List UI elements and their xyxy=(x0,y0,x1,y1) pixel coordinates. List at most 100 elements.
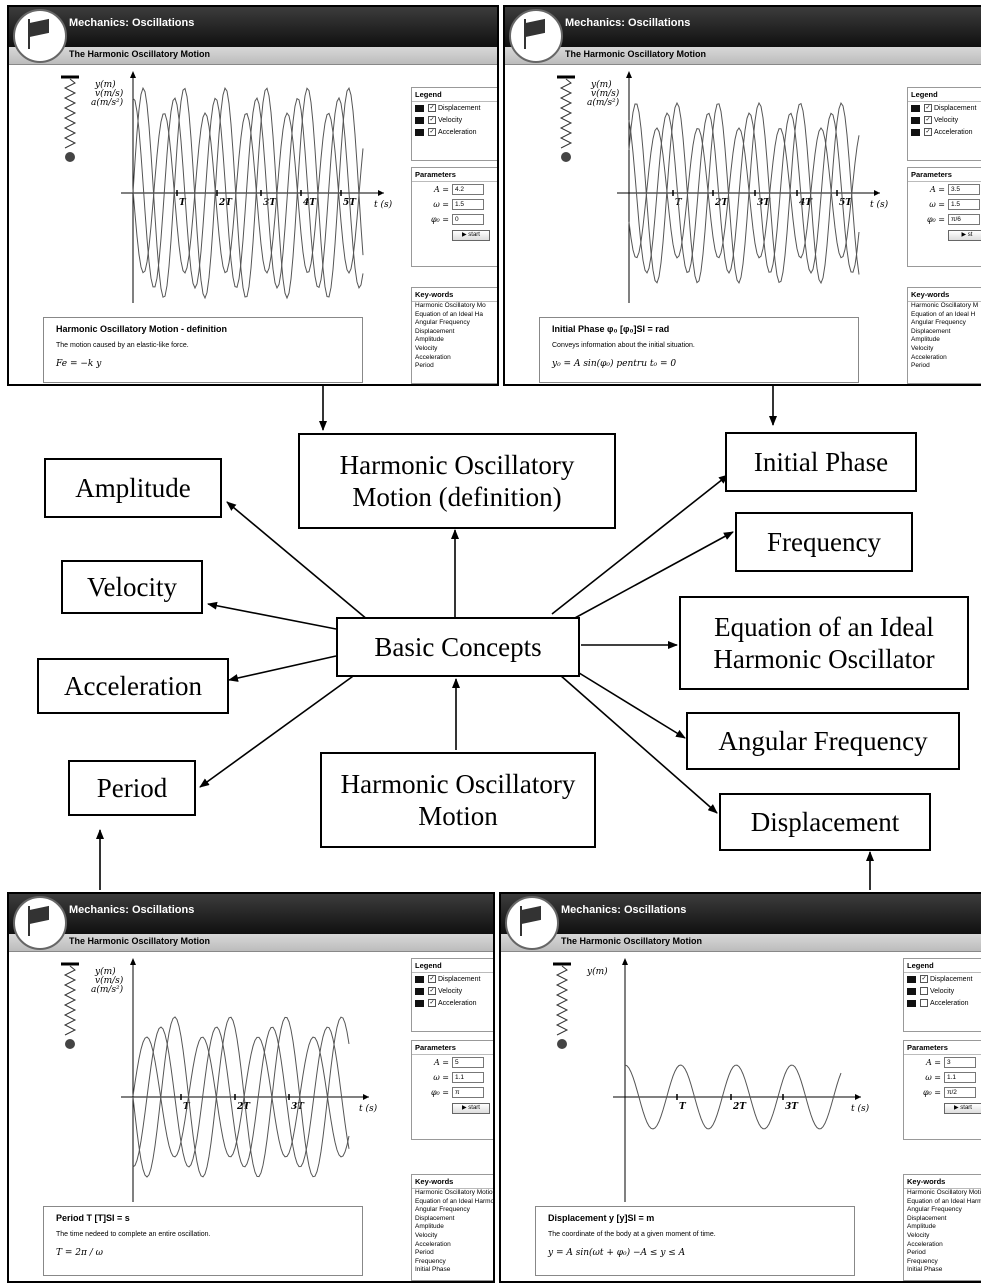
parameter-input[interactable]: 1.1 xyxy=(452,1072,484,1083)
start-button[interactable]: ▶ st xyxy=(948,230,981,241)
parameter-row: ω =1.1 xyxy=(904,1070,981,1085)
legend-swatch xyxy=(415,128,424,136)
legend-item[interactable]: ✓Acceleration xyxy=(908,126,981,138)
parameter-row: φ₀ =π xyxy=(412,1085,493,1100)
legend-checkbox[interactable]: ✓ xyxy=(924,104,932,112)
start-button[interactable]: ▶ start xyxy=(944,1103,981,1114)
legend-item[interactable]: ✓Displacement xyxy=(412,973,493,985)
keyword-item[interactable]: Velocity xyxy=(415,344,438,352)
legend-checkbox[interactable]: ✓ xyxy=(428,116,436,124)
concept-definition-box: Harmonic Oscillatory Motion (definition) xyxy=(298,433,616,529)
keyword-item[interactable]: Harmonic Oscillatory M xyxy=(911,302,979,309)
app-title: Mechanics: Oscillations xyxy=(561,904,687,916)
keyword-item[interactable]: Amplitude xyxy=(907,1223,936,1231)
keyword-item[interactable]: Velocity xyxy=(415,1231,438,1239)
parameter-input[interactable]: 3.5 xyxy=(948,184,980,195)
keyword-item[interactable]: Frequency xyxy=(907,1257,938,1265)
parameter-input[interactable]: 0 xyxy=(452,214,484,225)
parameter-input[interactable]: 1.5 xyxy=(948,199,980,210)
definition-text: Conveys information about the initial si… xyxy=(552,342,695,349)
keyword-item[interactable]: Acceleration xyxy=(415,1240,451,1248)
keyword-item[interactable]: Initial Phase xyxy=(907,1266,943,1274)
legend-item[interactable]: ✓Displacement xyxy=(412,102,497,114)
parameter-input[interactable]: 3 xyxy=(944,1057,976,1068)
legend-item[interactable]: ✓Acceleration xyxy=(412,126,497,138)
keyword-item[interactable]: Displacement xyxy=(415,327,455,335)
concept-acceleration-box: Acceleration xyxy=(37,658,229,714)
keyword-item[interactable]: Displacement xyxy=(907,1214,947,1222)
start-button[interactable]: ▶ start xyxy=(452,230,490,241)
keyword-item[interactable]: Acceleration xyxy=(415,353,451,361)
legend-checkbox[interactable]: ✓ xyxy=(428,128,436,136)
legend-item[interactable]: ✓Velocity xyxy=(908,114,981,126)
legend-item[interactable]: ✓Displacement xyxy=(904,973,981,985)
parameter-input[interactable]: 1.5 xyxy=(452,199,484,210)
parameter-input[interactable]: 4.2 xyxy=(452,184,484,195)
keywords-title: Key-words xyxy=(412,1175,493,1189)
legend-checkbox[interactable] xyxy=(920,999,928,1007)
keyword-item[interactable]: Initial Phase xyxy=(415,1266,451,1274)
legend-item[interactable]: ✓Acceleration xyxy=(412,997,493,1009)
legend-item[interactable]: ✓Displacement xyxy=(908,102,981,114)
spring-icon xyxy=(559,78,573,149)
keyword-item[interactable]: Amplitude xyxy=(415,1223,444,1231)
keyword-item[interactable]: Angular Frequency xyxy=(911,319,966,327)
start-button[interactable]: ▶ start xyxy=(452,1103,490,1114)
legend-item[interactable]: ✓Velocity xyxy=(412,114,497,126)
legend-item[interactable]: Acceleration xyxy=(904,997,981,1009)
keyword-item[interactable]: Equation of an Ideal Harmo xyxy=(907,1197,981,1205)
keyword-item[interactable]: Acceleration xyxy=(907,1240,943,1248)
tick-label: T xyxy=(679,1102,687,1112)
legend-checkbox[interactable]: ✓ xyxy=(920,975,928,983)
legend-item[interactable]: ✓Velocity xyxy=(412,985,493,997)
keyword-item[interactable]: Period xyxy=(415,1249,434,1257)
acceleration-curve xyxy=(132,1036,350,1158)
spring-icon xyxy=(63,78,77,149)
keyword-item[interactable]: Displacement xyxy=(415,1214,455,1222)
keyword-item[interactable]: Amplitude xyxy=(911,336,940,344)
keyword-item[interactable]: Angular Frequency xyxy=(907,1206,962,1214)
legend-checkbox[interactable]: ✓ xyxy=(428,104,436,112)
legend-checkbox[interactable]: ✓ xyxy=(924,128,932,136)
keyword-item[interactable]: Angular Frequency xyxy=(415,1206,470,1214)
keyword-item[interactable]: Equation of an Ideal H xyxy=(911,310,976,318)
keyword-item[interactable]: Amplitude xyxy=(415,336,444,344)
a-axis-label: a(m/s²) xyxy=(587,97,620,108)
legend-item-label: Velocity xyxy=(438,116,463,124)
keyword-item[interactable]: Period xyxy=(907,1249,926,1257)
parameter-input[interactable]: π xyxy=(452,1087,484,1098)
legend-checkbox[interactable]: ✓ xyxy=(428,987,436,995)
arrow-center-to-velocity xyxy=(207,601,337,630)
keyword-item[interactable]: Period xyxy=(415,362,434,370)
legend-checkbox[interactable] xyxy=(920,987,928,995)
keyword-item[interactable]: Equation of an Ideal Ha xyxy=(415,310,483,318)
concept-initial-phase-box: Initial Phase xyxy=(725,432,917,492)
keyword-item[interactable]: Displacement xyxy=(911,327,951,335)
legend-checkbox[interactable]: ✓ xyxy=(924,116,932,124)
keyword-item[interactable]: Harmonic Oscillatory Mo xyxy=(415,302,486,309)
parameter-input[interactable]: π/2 xyxy=(944,1087,976,1098)
keyword-item[interactable]: Period xyxy=(911,362,930,370)
keyword-item[interactable]: Angular Frequency xyxy=(415,319,470,327)
legend-checkbox[interactable]: ✓ xyxy=(428,975,436,983)
keyword-item[interactable]: Velocity xyxy=(907,1231,930,1239)
keyword-item[interactable]: Velocity xyxy=(911,344,934,352)
parameter-input[interactable]: 1.1 xyxy=(944,1072,976,1083)
legend-item[interactable]: Velocity xyxy=(904,985,981,997)
keyword-item[interactable]: Harmonic Oscillatory Motio xyxy=(907,1189,981,1196)
keyword-item[interactable]: Harmonic Oscillatory Motion xyxy=(415,1189,495,1196)
parameter-input[interactable]: π/6 xyxy=(948,214,980,225)
parameter-input[interactable]: 5 xyxy=(452,1057,484,1068)
legend-checkbox[interactable]: ✓ xyxy=(428,999,436,1007)
arrow-center-to-initial-phase xyxy=(551,474,729,615)
keyword-item[interactable]: Acceleration xyxy=(911,353,947,361)
spring-mass-icon xyxy=(561,152,571,162)
tick-label: 2T xyxy=(732,1102,747,1112)
t-axis-label: t (s) xyxy=(870,199,889,210)
keyword-item[interactable]: Frequency xyxy=(415,1257,446,1265)
app-header-bar xyxy=(505,7,981,47)
keyword-item[interactable]: Equation of an Ideal Harmoni xyxy=(415,1197,495,1205)
